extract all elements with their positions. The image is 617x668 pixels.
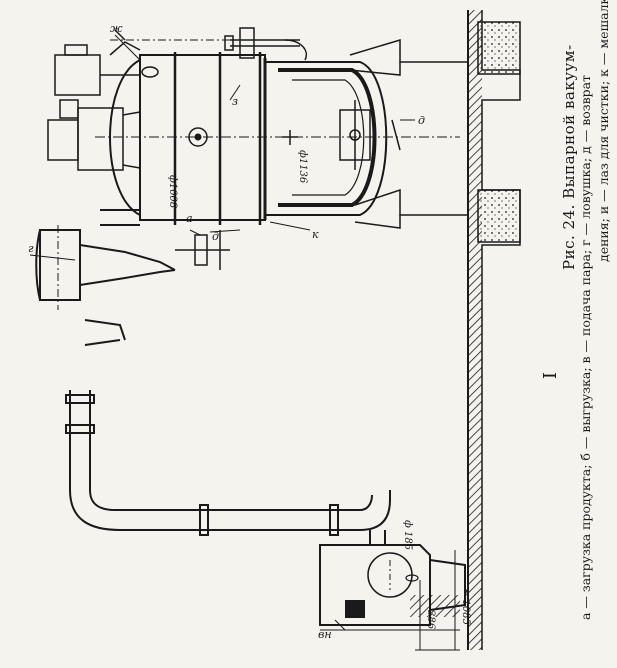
label-k: к (312, 228, 319, 241)
label-z: з (232, 95, 238, 108)
figure-caption-line3: дения; и — лаз для чистки; к — мешалка; (596, 0, 611, 262)
ground-floor (467, 10, 521, 650)
label-d-right: д (418, 114, 425, 127)
dim-d1136: ф1136 (297, 150, 308, 184)
trap-separator (35, 209, 230, 310)
vent-neck (109, 29, 159, 78)
dim-1085: ~ 1085 (460, 588, 471, 625)
label-d-left: д (212, 230, 219, 243)
roman-numeral-label: I (538, 372, 559, 379)
label-a: а (186, 212, 193, 225)
label-zh: ж (110, 22, 123, 35)
dim-d185: ф 185 (402, 520, 413, 550)
leader-lines (29, 34, 415, 631)
vapor-pipe (65, 319, 391, 536)
support-legs (349, 38, 468, 229)
steam-valve (224, 27, 307, 61)
agitator-drive (47, 44, 141, 171)
receiver-tank (319, 530, 466, 626)
label-vn: вн (318, 628, 332, 641)
figure-caption-title: Рис. 24. Выпарной вакуум- (560, 44, 578, 270)
foundation-block-bottom (477, 189, 521, 243)
foundation-block-top (477, 21, 521, 75)
steam-jacket (263, 58, 401, 220)
dim-d1008: ф1008 (167, 175, 178, 208)
figure-caption-line2: а — загрузка продукта; б — выгрузка; в —… (578, 75, 593, 620)
dimension-lines (320, 550, 460, 651)
label-g: г (28, 242, 34, 255)
dim-386: 386 (425, 610, 436, 630)
